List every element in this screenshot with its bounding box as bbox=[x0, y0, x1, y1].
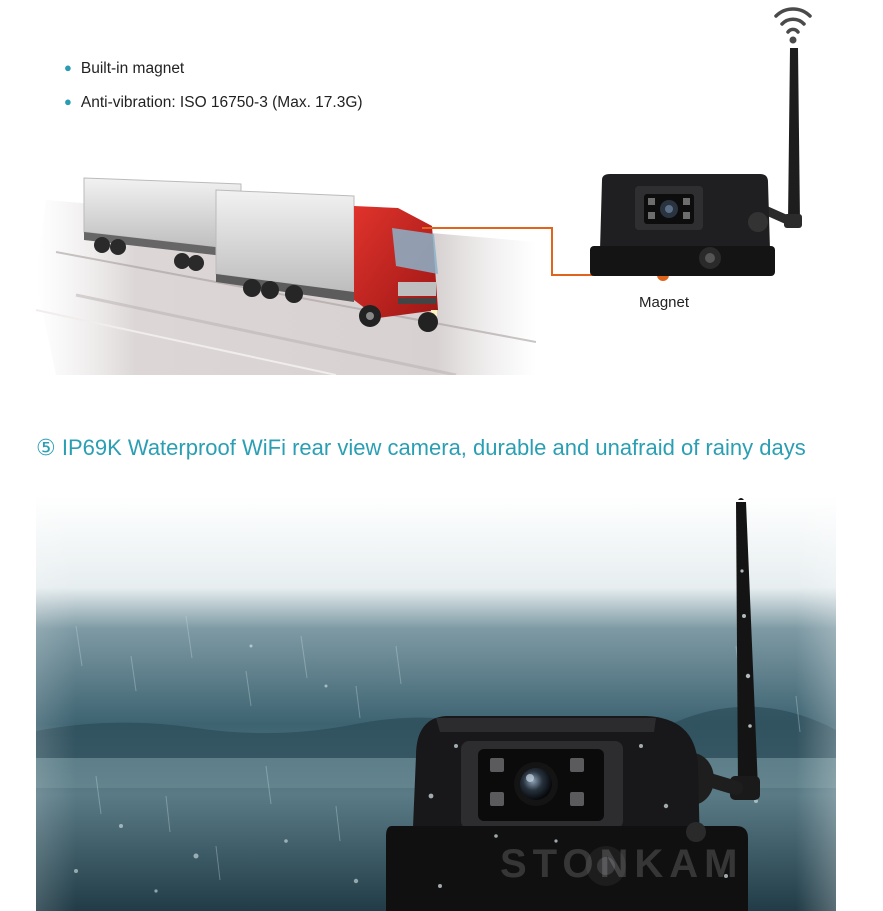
brand-watermark: STONKAM bbox=[500, 842, 744, 886]
feature-list: ● Built-in magnet ● Anti-vibration: ISO 16… bbox=[64, 58, 363, 126]
rain-camera-photo bbox=[36, 496, 836, 911]
truck-illustration bbox=[36, 177, 536, 375]
wifi-signal-icon bbox=[774, 7, 812, 34]
section-title: ⑤ IP69K Waterproof WiFi rear view camera… bbox=[36, 435, 806, 460]
feature-text: Anti-vibration: ISO 16750-3 (Max. 17.3G) bbox=[80, 94, 363, 111]
bullet-dot-icon: ● bbox=[64, 60, 72, 75]
feature-text: Built-in magnet bbox=[80, 60, 185, 77]
bullet-dot-icon: ● bbox=[64, 94, 72, 109]
feature-item: ● Built-in magnet bbox=[64, 58, 363, 92]
magnet-label: Magnet bbox=[639, 294, 690, 311]
wifi-camera-small bbox=[590, 7, 812, 276]
feature-item: ● Anti-vibration: ISO 16750-3 (Max. 17.3G… bbox=[64, 92, 363, 126]
